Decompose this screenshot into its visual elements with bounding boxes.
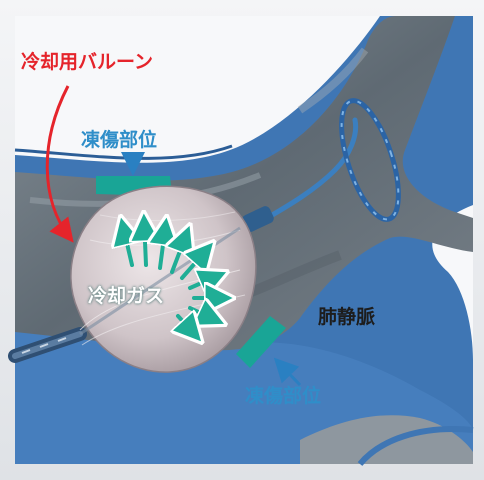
gas-arrow	[172, 230, 188, 274]
balloon-tip	[242, 206, 274, 232]
red-curved-arrow	[45, 85, 74, 243]
gas-flow-arrows	[122, 218, 228, 338]
label-cooling-gas: 冷却ガス	[88, 285, 165, 307]
label-frostbite-site-bottom: 凍傷部位	[245, 385, 322, 407]
catheter-shaft	[8, 327, 87, 363]
blue-up-left-arrow	[273, 357, 302, 387]
label-pulmonary-vein: 肺静脈	[318, 306, 376, 328]
gas-arrow	[144, 218, 146, 267]
gas-arrow	[180, 246, 210, 280]
lower-vein-branch	[300, 415, 474, 466]
frostbite-zone-bottom	[236, 316, 286, 368]
label-frostbite-site-top: 凍傷部位	[81, 129, 158, 151]
lasso-ring-icon	[339, 98, 401, 222]
gas-arrow	[122, 222, 132, 267]
gas-arrow	[188, 274, 222, 288]
guide-tube	[252, 117, 359, 228]
gas-arrow	[178, 316, 198, 338]
label-cooling-balloon: 冷却用バルーン	[21, 51, 154, 73]
